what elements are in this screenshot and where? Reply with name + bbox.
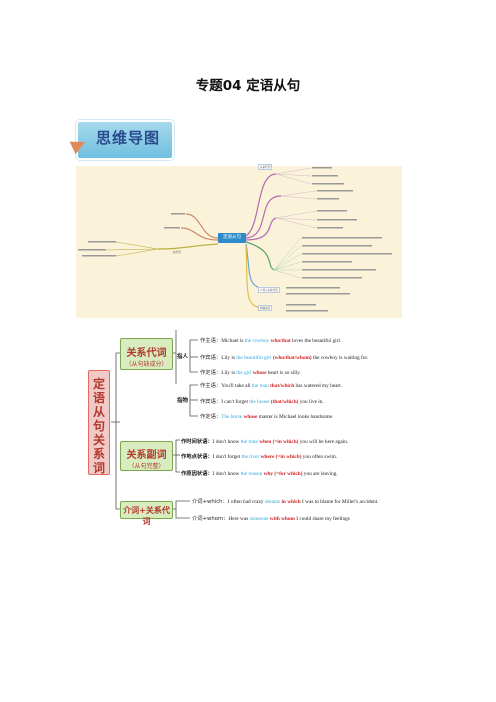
sentence-text: you often swim. [301,454,338,460]
sentence-text: I was to blame for Miller's accident. [300,499,379,505]
sentence-text: I don't know [212,471,241,477]
adverb-time-sentence: 作时间状语：I don't know the time when (=in wh… [181,437,348,445]
sentence-text: loves the beautiful girl. [290,338,342,344]
adverb-reason-sentence: 作原因状语：I don't know the reason why (=for … [181,469,338,477]
relative-word: when (=in which) [257,439,299,445]
antecedent: someone [249,516,269,522]
relative-pronoun-title: 关系代词 [126,348,167,359]
relative-adverb-subtitle: （从句完整） [128,463,165,470]
relative-word: that/which [268,383,295,389]
prep-whom-sentence: 介词+whom：Here was someone with whom I cou… [192,514,350,522]
role-label: 作定语： [200,370,222,376]
thing-group-label: 指物 [177,398,189,404]
mindmap-center-node: 定语从句 [218,233,246,243]
relative-adverb-title: 关系副词 [126,450,167,461]
sentence-text: you will be here again. [298,439,349,445]
mindmap-node-prep-pronoun: 介词+关系代词 [258,287,280,293]
thing-attribute-sentence: 作定语：The horse whose master is Michael lo… [200,412,333,420]
sentence-text: I could share my feelings [294,516,350,522]
adverb-place-sentence: 作地点状语：I don't forget the river where (=i… [181,452,337,460]
person-attribute-sentence: 作定语：Lily is the girl whose heart is so s… [200,368,301,376]
role-label: 介词+whom： [192,516,229,522]
thing-object-sentence: 作宾语：I can't forget the house (that/which… [200,397,324,405]
role-label: 作原因状语： [181,471,213,477]
sentence-text: has watered my heart. [294,383,343,389]
relative-word: in which [280,499,301,505]
antecedent: The horse [221,414,243,420]
antecedent: dreams [264,499,281,505]
relative-word: where (=in which) [259,454,302,460]
antecedent: the man [251,383,269,389]
antecedent: the river [241,454,260,460]
sentence-text: Michael is [221,338,245,344]
page-title: 专题04 定语从句 [195,78,301,94]
person-object-sentence: 作宾语：Lily is the beautiful girl (who/that… [200,353,368,361]
sentence-text: Here was [228,516,250,522]
relative-word: whose [251,370,267,376]
sentence-text: You'll take all [221,383,252,389]
sentence-text: you are leaving. [302,471,338,477]
sentence-text: I don't know [212,439,241,445]
role-label: 作宾语： [200,355,222,361]
mindmap-node-special: 特殊情况 [258,305,273,311]
antecedent: the reason [240,471,263,477]
prep-pronoun-box: 介词+关系代词 [120,501,173,526]
role-label: 作主语： [200,383,222,389]
sentence-text: I don't forget [212,454,242,460]
relative-word: (who/that/whom) [271,355,312,361]
relative-word: with whom [268,516,295,522]
mindmap-header-badge [76,120,174,160]
role-label: 介词+which： [192,499,228,505]
diagram-root: 定语从句关系词 [88,370,110,475]
sentence-text: master is Michael looks handsome. [257,414,334,420]
relative-word: why (=for which) [262,471,303,477]
role-label: 作地点状语： [181,454,213,460]
prep-which-sentence: 介词+which：I often had crazy dreams in whi… [192,497,378,505]
relative-pronoun-subtitle: （从句缺成分） [125,361,168,368]
role-label: 作时间状语： [181,439,213,445]
mindmap-node-relative-pronoun: 关系代词 [258,164,273,170]
antecedent: the girl [236,370,252,376]
role-label: 作宾语： [200,399,222,405]
mindmap-node-antecedent: 先行词 [173,251,181,254]
sentence-text: heart is so silly. [266,370,301,376]
sentence-text: I often had crazy [227,499,265,505]
relative-adverb-box: 关系副词 （从句完整） [120,441,173,471]
relative-word: who/that [269,338,291,344]
role-label: 作主语： [200,338,222,344]
antecedent: the house [249,399,270,405]
role-label: 作定语： [200,414,222,420]
mindmap-branches [78,167,392,312]
relative-pronoun-box: 关系代词 （从句缺成分） [120,338,173,370]
sentence-text: the cowboy is waiting for. [311,355,369,361]
sentence-text: I can't forget [221,399,250,405]
sentence-text: Lily is [221,355,237,361]
antecedent: the beautiful girl [236,355,272,361]
antecedent: the cowboy [244,338,270,344]
relative-word: whose [242,414,258,420]
diagram-root-label: 定语从句关系词 [93,377,106,475]
antecedent: the time [240,439,258,445]
sentence-text: Lily is [221,370,237,376]
sentence-text: you live in. [298,399,324,405]
mindmap-header-text: 思维导图 [96,129,161,147]
relative-word: (that/which) [269,399,299,405]
prep-pronoun-title: 介词+关系代词 [123,506,170,526]
person-subject-sentence: 作主语：Michael is the cowboy who/that loves… [200,336,341,344]
thing-subject-sentence: 作主语：You'll take all the man that/which h… [200,381,342,389]
person-group-label: 指人 [177,354,189,360]
